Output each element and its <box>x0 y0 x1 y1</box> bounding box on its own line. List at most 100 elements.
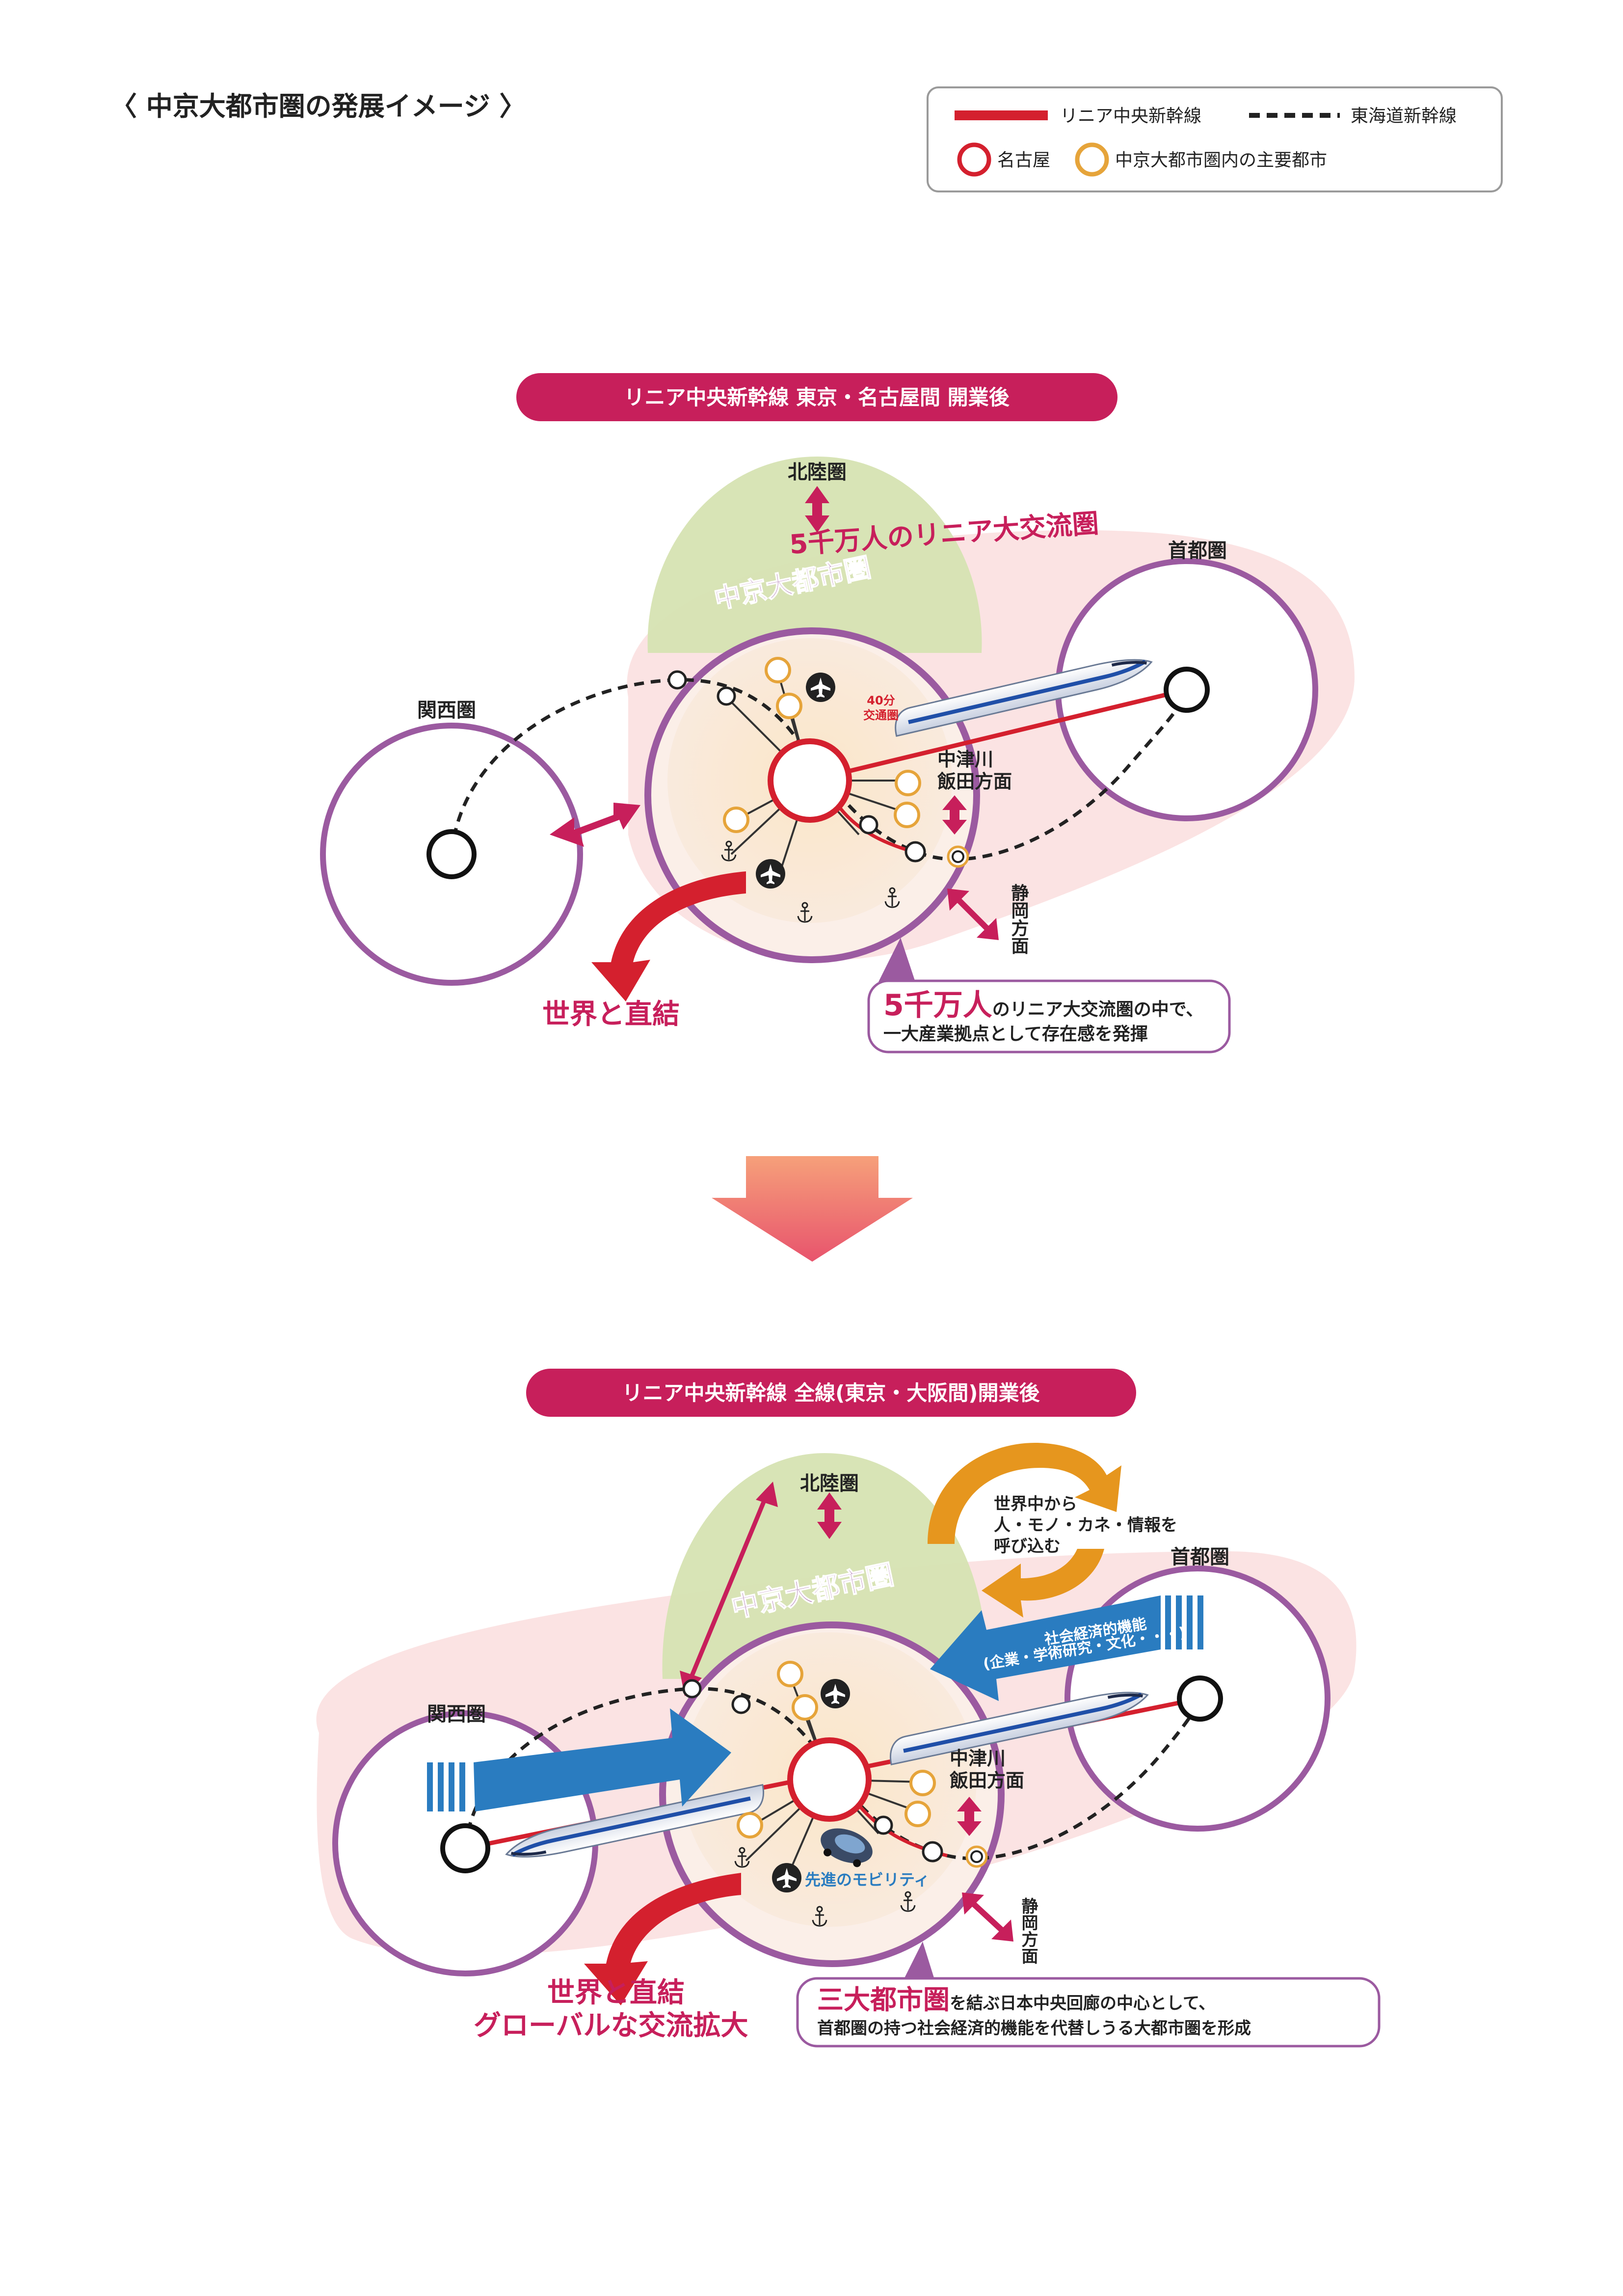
linear-line <box>809 687 1188 783</box>
major-cities-2 <box>737 1661 936 1838</box>
legend-tokaido-item: 東海道新幹線 <box>1249 106 1457 126</box>
diagram-2-header: リニア中央新幹線 全線(東京・大阪間)開業後 <box>526 1369 1136 1417</box>
world-label: 世界と直結 <box>542 999 680 1030</box>
zone-40min-label-1: 40分 <box>867 694 895 707</box>
down-arrow-icon <box>712 1156 913 1262</box>
callout-1-rest: のリニア大交流圏の中で、 <box>992 999 1204 1020</box>
attract-label-1: 世界中から <box>994 1494 1077 1514</box>
train-icon <box>895 659 1153 737</box>
tokaido-stations <box>667 670 926 863</box>
hokuriku-double-arrow <box>805 486 829 533</box>
diagram-1: リニア中央新幹線 東京・名古屋間 開業後 <box>320 373 1355 1053</box>
city-node <box>792 1694 818 1721</box>
city-node <box>776 693 802 719</box>
major-cities <box>723 657 921 833</box>
station-node <box>682 1679 702 1699</box>
world-label-2-2: グローバルな交流拡大 <box>474 2010 748 2042</box>
shizuoka-label-2: 静岡方面 <box>1018 1897 1038 1964</box>
station-node <box>717 686 736 706</box>
attract-label-3: 呼び込む <box>994 1537 1061 1556</box>
nagoya-ring-icon <box>957 142 991 177</box>
station-node <box>922 1841 943 1863</box>
legend-linear-item: リニア中央新幹線 <box>955 106 1201 126</box>
tokaido-line <box>450 678 1189 861</box>
hokuriku-label-2: 北陸圏 <box>800 1472 859 1495</box>
shizuoka-double-arrow <box>947 889 999 940</box>
tokyo-node-2 <box>1177 1675 1223 1722</box>
train-icon <box>890 1692 1149 1766</box>
osaka-node-2 <box>440 1823 490 1873</box>
airplane-icon <box>806 673 835 702</box>
page-title: 〈 中京大都市圏の発展イメージ 〉 <box>110 91 526 122</box>
nakatsugawa-double-arrow-2 <box>957 1797 982 1836</box>
car-icon <box>821 1828 873 1867</box>
callout-2-line2: 首都圏の持つ社会経済的機能を代替しうる大都市圏を形成 <box>817 2019 1251 2038</box>
diagram-2-callout: 三大都市圏を結ぶ日本中央回廊の中心として、 首都圏の持つ社会経済的機能を代替しう… <box>796 1942 1381 2048</box>
kansai-label: 関西圏 <box>417 699 476 722</box>
shuto-label: 首都圏 <box>1168 540 1227 562</box>
legend-major-cities-item: 中京大都市圏内の主要都市 <box>1075 142 1327 177</box>
station-node <box>731 1695 751 1714</box>
diagram-2-header-text: リニア中央新幹線 全線(東京・大阪間)開業後 <box>622 1381 1040 1405</box>
nakatsugawa-double-arrow <box>942 795 967 835</box>
shuto-socio-arrow <box>930 1595 1203 1701</box>
hokuriku-zone <box>647 457 982 653</box>
svg-text:三大都市圏を結ぶ日本中央回廊の中心として、: 三大都市圏を結ぶ日本中央回廊の中心として、 <box>817 1984 1215 2015</box>
hokuriku-zone-2 <box>662 1453 987 1679</box>
legend-nagoya-label: 名古屋 <box>997 150 1050 170</box>
tokyo-node <box>1164 667 1210 713</box>
callout-2-rest: を結ぶ日本中央回廊の中心として、 <box>950 1994 1215 2013</box>
city-node <box>895 770 921 796</box>
svg-text:5千万人のリニア大交流圏の中で、: 5千万人のリニア大交流圏の中で、 <box>883 988 1203 1023</box>
hokuriku-label: 北陸圏 <box>788 461 847 484</box>
kansai-inflow-arrow <box>427 1708 731 1811</box>
city-node <box>723 807 749 833</box>
callout-1-line2: 一大産業拠点として存在感を発揮 <box>883 1024 1148 1044</box>
world-arrow <box>591 871 746 1001</box>
legend-linear-label: リニア中央新幹線 <box>1060 106 1201 126</box>
world-label-2-1: 世界と直結 <box>547 1977 685 2009</box>
nakatsugawa-label-2-1: 中津川 <box>950 1748 1006 1769</box>
attract-label-2: 人・モノ・カネ・情報を <box>994 1515 1177 1535</box>
city-ring-icon <box>1075 142 1109 177</box>
shizuoka-double-arrow-2 <box>962 1892 1013 1942</box>
diagram-2: リニア中央新幹線 全線(東京・大阪間)開業後 <box>316 1369 1381 2048</box>
osaka-node <box>426 829 477 879</box>
legend-nagoya-item: 名古屋 <box>957 142 1050 177</box>
legend-major-cities-label: 中京大都市圏内の主要都市 <box>1115 150 1327 170</box>
world-arrow-2 <box>584 1873 741 2005</box>
airplane-icon <box>772 1863 801 1892</box>
nakatsugawa-label-1: 中津川 <box>937 749 993 770</box>
attract-cycle-arrow-bottom <box>982 1549 1104 1618</box>
attract-cycle-arrow-top <box>928 1443 1121 1544</box>
nagoya-node-2 <box>787 1737 872 1822</box>
shizuoka-label: 静岡方面 <box>1009 884 1029 954</box>
station-node <box>905 841 926 863</box>
city-node <box>777 1661 803 1687</box>
city-node <box>909 1770 936 1796</box>
tokaido-stations-2 <box>682 1679 943 1863</box>
station-node <box>859 815 878 835</box>
zone-40min-label-2: 交通圏 <box>863 708 899 722</box>
city-node <box>894 802 920 828</box>
diagram-1-callout: 5千万人のリニア大交流圏の中で、 一大産業拠点として存在感を発揮 <box>867 938 1231 1053</box>
train-icon <box>505 1783 764 1858</box>
city-node <box>765 657 791 683</box>
mobility-label: 先進のモビリティ <box>805 1870 930 1889</box>
kansai-chukyo-arrow <box>550 803 640 847</box>
city-node <box>905 1801 931 1827</box>
legend-tokaido-label: 東海道新幹線 <box>1351 106 1457 126</box>
legend: リニア中央新幹線 東海道新幹線 名古屋 中京大都市圏内の主要都市 <box>927 86 1503 192</box>
callout-1-big: 5千万人 <box>883 988 992 1023</box>
nakatsugawa-label-2: 飯田方面 <box>937 771 1012 792</box>
shuto-label-2: 首都圏 <box>1171 1546 1229 1568</box>
diagram-1-header-text: リニア中央新幹線 東京・名古屋間 開業後 <box>624 385 1010 409</box>
shizuoka-inner-node-2 <box>970 1850 983 1863</box>
airplane-icon <box>756 859 785 889</box>
hokuriku-double-arrow-2 <box>817 1492 842 1539</box>
nakatsugawa-label-2-2: 飯田方面 <box>950 1770 1024 1791</box>
nagoya-node <box>768 738 852 823</box>
station-node <box>667 670 687 690</box>
shizuoka-inner-node <box>952 850 964 863</box>
